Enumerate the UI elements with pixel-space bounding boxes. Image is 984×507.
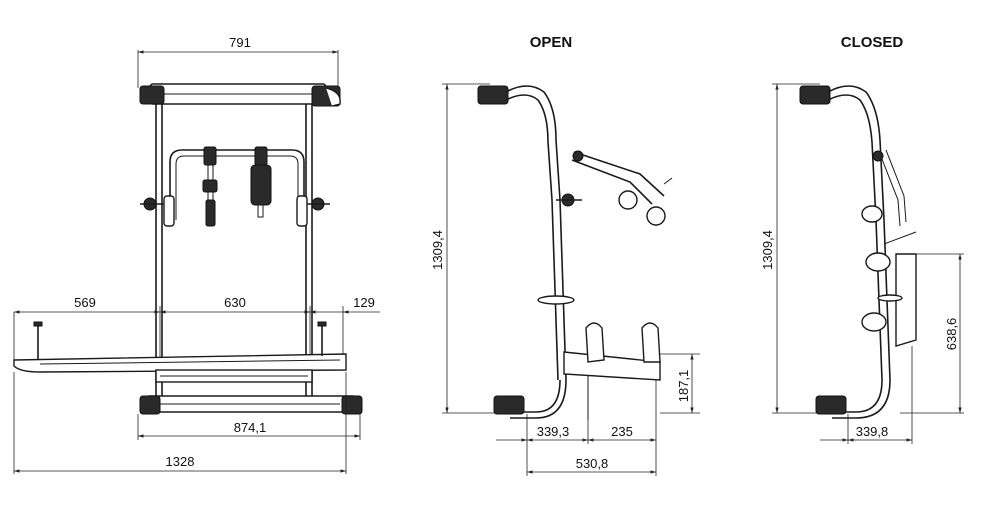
dim-closed-upper-height: 638,6 [944, 318, 959, 351]
dim-open-depth-total: 530,8 [576, 456, 609, 471]
dim-front-top-width: 791 [229, 35, 251, 50]
dim-open-height: 1309,4 [430, 230, 445, 270]
dim-closed-depth: 339,8 [856, 424, 889, 439]
front-view: 791 [13, 35, 380, 474]
open-view: OPEN 1309,4 187,1 [430, 34, 700, 476]
dim-front-total-width: 1328 [166, 454, 195, 469]
dim-front-middle: 630 [224, 295, 246, 310]
dim-open-depth-b: 235 [611, 424, 633, 439]
closed-title: CLOSED [841, 34, 904, 51]
dim-front-base-width: 874,1 [234, 420, 267, 435]
open-title: OPEN [530, 34, 573, 51]
closed-view: CLOSED 1309,4 638,6 339,8 [760, 34, 964, 444]
dim-open-depth-a: 339,3 [537, 424, 570, 439]
dim-closed-height: 1309,4 [760, 230, 775, 270]
dim-front-right-offset: 129 [353, 295, 375, 310]
dim-open-foot-height: 187,1 [676, 370, 691, 403]
dim-front-left-offset: 569 [74, 295, 96, 310]
